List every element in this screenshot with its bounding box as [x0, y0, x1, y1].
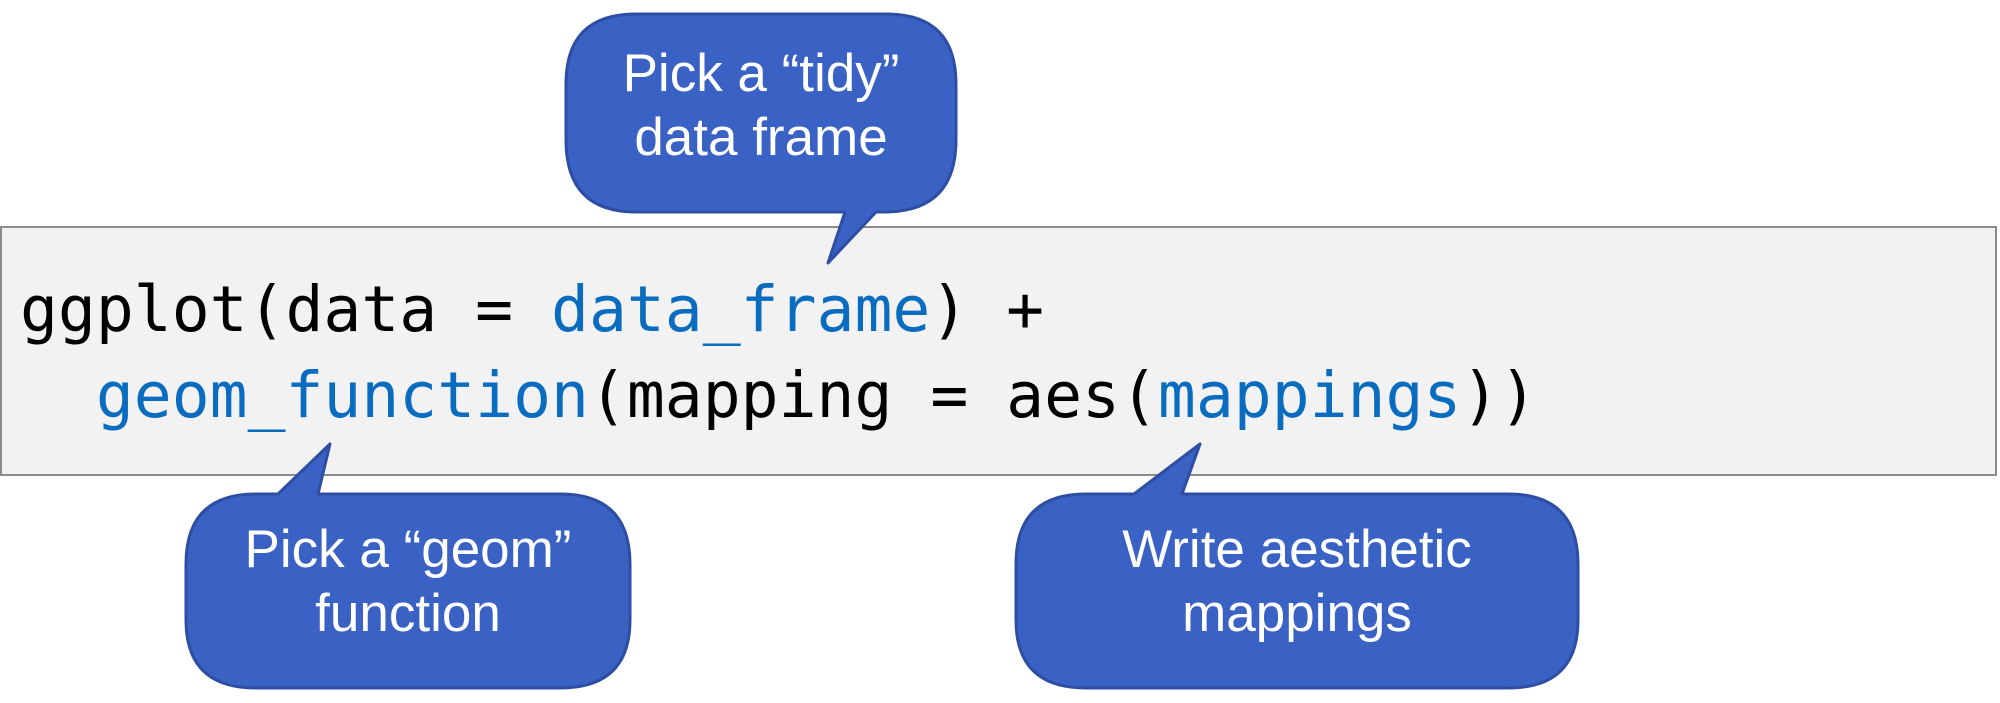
code-block: ggplot(data = data_frame) + geom_functio…	[0, 226, 1997, 476]
code-token-indent	[20, 359, 96, 432]
callout-tidy-line1: Pick a “tidy”	[622, 44, 900, 103]
code-token-mapping-aes: (mapping = aes(	[588, 359, 1158, 432]
callout-geom-line2: function	[315, 584, 501, 643]
code-token-close-parens: ))	[1461, 359, 1538, 432]
code-line-geom: geom_function(mapping = aes(mappings))	[20, 356, 1537, 436]
code-token-ggplot-call: ggplot(data =	[20, 273, 552, 346]
code-token-data-frame: data_frame	[551, 273, 931, 346]
code-token-plus: ) +	[930, 273, 1045, 346]
callout-tidy-text: Pick a “tidy” data frame	[566, 42, 956, 170]
callout-aes-line1: Write aesthetic	[1122, 520, 1472, 579]
code-token-geom-function: geom_function	[95, 359, 589, 432]
callout-geom-text: Pick a “geom” function	[186, 518, 630, 646]
callout-aes-text: Write aesthetic mappings	[1016, 518, 1578, 646]
callout-tidy-line2: data frame	[634, 108, 888, 167]
code-token-mappings: mappings	[1157, 359, 1462, 432]
code-line-ggplot: ggplot(data = data_frame) +	[20, 270, 1044, 350]
callout-aes-line2: mappings	[1182, 584, 1412, 643]
callout-geom-line1: Pick a “geom”	[244, 520, 572, 579]
